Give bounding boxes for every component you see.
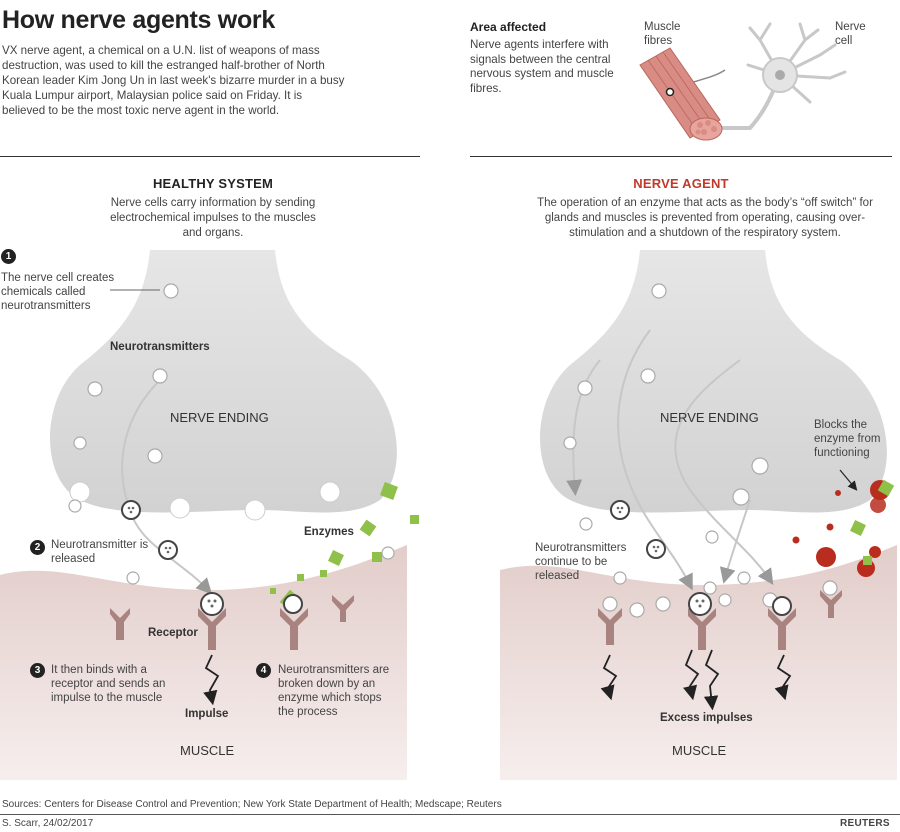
right-flow-arrows [566, 329, 774, 591]
agent-muscle-label: MUSCLE [672, 743, 727, 758]
area-affected-heading: Area affected [470, 20, 547, 34]
blocks-enzyme-label: Blocks the enzyme from functioning [814, 419, 881, 459]
impulse-label: Impulse [185, 708, 229, 720]
continue-release-label: Neurotransmitters continue to be release… [535, 542, 627, 582]
agent-heading: NERVE AGENT [633, 176, 729, 191]
left-muscle-region [0, 545, 407, 780]
step2-text: Neurotransmitter is released [51, 539, 149, 565]
author-credit: S. Scarr, 24/02/2017 [2, 818, 94, 829]
sources-note: Sources: Centers for Disease Control and… [2, 799, 502, 810]
receptor-label: Receptor [148, 627, 198, 639]
healthy-description: Nerve cells carry information by sending… [110, 197, 316, 239]
agent-nerve-ending-label: NERVE ENDING [660, 410, 759, 425]
agent-description: The operation of an enzyme that acts as … [537, 197, 873, 239]
synapse-diagrams [0, 250, 897, 780]
area-affected-text: Nerve agents interfere with signals betw… [470, 38, 614, 95]
footer-divider [0, 814, 900, 815]
step3-badge: 3 [30, 663, 45, 678]
intro-paragraph: VX nerve agent, a chemical on a U.N. lis… [2, 44, 345, 117]
nerve-cell-label: Nerve cell [835, 21, 866, 47]
step4-text: Neurotransmitters are broken down by an … [278, 664, 390, 718]
neurotransmitter-vesicles [68, 283, 838, 618]
step1-badge: 1 [1, 249, 16, 264]
excess-impulses-label: Excess impulses [660, 712, 753, 724]
nerve-cell-nucleus [775, 70, 785, 80]
step3-text: It then binds with a receptor and sends … [51, 664, 166, 704]
muscle-fibres-label: Muscle fibres [644, 21, 681, 47]
step2-badge: 2 [30, 540, 45, 555]
left-nerve-ending [50, 250, 397, 513]
muscle-nerve-illustration [639, 22, 847, 141]
left-impulse-arrow [203, 654, 220, 706]
reuters-logo: REUTERS [840, 818, 890, 829]
enzymes-label: Enzymes [304, 526, 354, 538]
blocks-arrow [839, 469, 858, 491]
muscle-fibres-icon [639, 47, 723, 141]
right-impulse-arrows [600, 649, 792, 711]
right-muscle-region [500, 545, 897, 780]
healthy-nerve-ending-label: NERVE ENDING [170, 410, 269, 425]
healthy-muscle-label: MUSCLE [180, 743, 235, 758]
step1-text: The nerve cell creates chemicals called … [1, 272, 115, 312]
healthy-heading: HEALTHY SYSTEM [152, 176, 274, 191]
neurotransmitters-label: Neurotransmitters [110, 341, 210, 353]
right-divider [470, 156, 892, 157]
left-divider [0, 156, 420, 157]
page-title: How nerve agents work [2, 6, 275, 34]
step4-badge: 4 [256, 663, 271, 678]
